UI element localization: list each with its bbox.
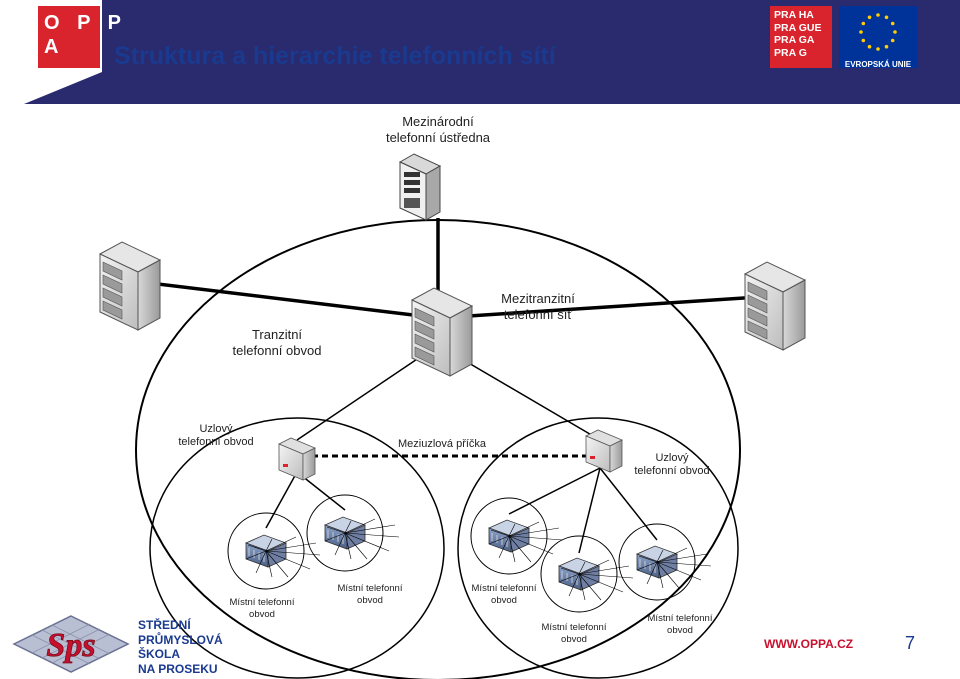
eu-stars-icon (859, 13, 897, 51)
node-server-left-icon (278, 437, 316, 481)
node-circuit-right-ellipse (457, 417, 739, 679)
intertransit-network-label: Mezitranzitní telefonní síť (501, 291, 575, 322)
local-circuit-label-2: Místní telefonní obvod (337, 583, 403, 606)
local-exchange-4-icon (557, 557, 634, 601)
transit-links (124, 218, 776, 320)
oppa-logo (38, 6, 100, 68)
transit-server-center-icon (410, 287, 474, 377)
local-circle-1 (227, 512, 305, 590)
node-circuit-right-label: Uzlový telefonní obvod (634, 452, 710, 477)
header: O P P A Struktura a hierarchie telefonní… (0, 0, 960, 104)
node-server-right-icon (585, 429, 623, 473)
local-circuit-label-1: Místní telefonní obvod (229, 597, 295, 620)
local-circuit-label-5: Místní telefonní obvod (647, 613, 713, 636)
transit-circuit-label: Tranzitní telefonní obvod (232, 327, 322, 358)
website-link[interactable]: WWW.OPPA.CZ (764, 637, 854, 651)
international-exchange-icon (398, 153, 442, 221)
school-logo-text: Sps (46, 627, 95, 664)
local-exchange-2-icon (323, 516, 400, 560)
local-circle-3 (470, 497, 548, 575)
local-circle-2 (306, 494, 384, 572)
local-circle-4 (540, 535, 618, 613)
local-circle-5 (618, 523, 696, 601)
node-circuit-left-label: Uzlový telefonní obvod (178, 423, 254, 448)
praha-logo (770, 6, 832, 68)
local-circuit-label-3: Místní telefonní obvod (471, 583, 537, 606)
praha-logo-text: PRA HA PRA GUE PRA GA PRA G (774, 9, 822, 59)
school-logo: Sps (12, 615, 130, 673)
slide-number: 7 (905, 633, 916, 653)
oppa-logo-text: O P P A (44, 12, 127, 58)
eu-label: EVROPSKÁ UNIE (844, 60, 912, 69)
local-exchange-3-icon (487, 519, 564, 563)
local-exchange-1-icon (244, 534, 321, 578)
eu-flag (839, 6, 917, 68)
node-circuit-left-ellipse (149, 417, 445, 679)
international-exchange-label: Mezinárodní telefonní ústředna (385, 114, 491, 145)
transit-server-right-icon (743, 261, 807, 351)
internode-link-label: Meziuzlová příčka (398, 438, 487, 450)
local-circuit-label-4: Místní telefonní obvod (541, 622, 607, 645)
local-exchange-5-icon (635, 545, 712, 589)
page-title: Struktura a hierarchie telefonních sítí (114, 42, 556, 70)
school-name: STŘEDNÍ PRŮMYSLOVÁ ŠKOLA NA PROSEKU (138, 618, 223, 676)
transit-server-left-icon (98, 241, 162, 331)
